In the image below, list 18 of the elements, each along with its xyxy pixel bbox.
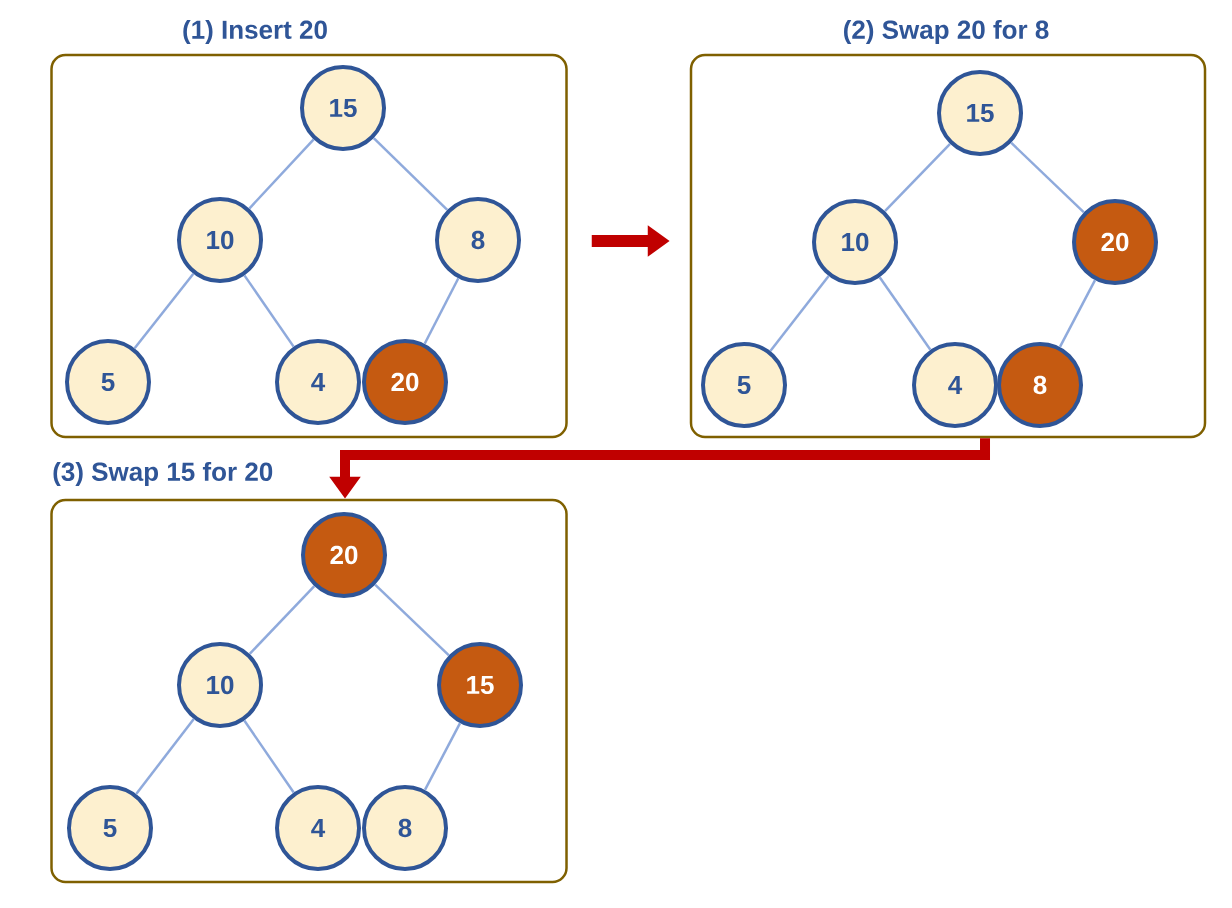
tree-line (878, 276, 932, 351)
tree-line (884, 143, 951, 212)
tree-line (243, 719, 295, 794)
tree-line (1010, 141, 1085, 214)
tree-line (423, 277, 460, 345)
tree-line (135, 718, 195, 795)
panel-title: (2) Swap 20 for 8 (844, 19, 1049, 45)
tree-line (1058, 279, 1097, 348)
tree-line (374, 583, 450, 657)
tree-line (133, 273, 195, 350)
tree-line (372, 137, 449, 211)
tree-line (769, 275, 830, 352)
tree-line (243, 274, 295, 348)
tree-line (248, 585, 316, 655)
tree-line (248, 138, 315, 210)
tree-line (423, 722, 462, 791)
panel-title: (1) Insert 20 (183, 19, 327, 45)
panel-title: (3) Swap 15 for 20 (53, 461, 273, 487)
